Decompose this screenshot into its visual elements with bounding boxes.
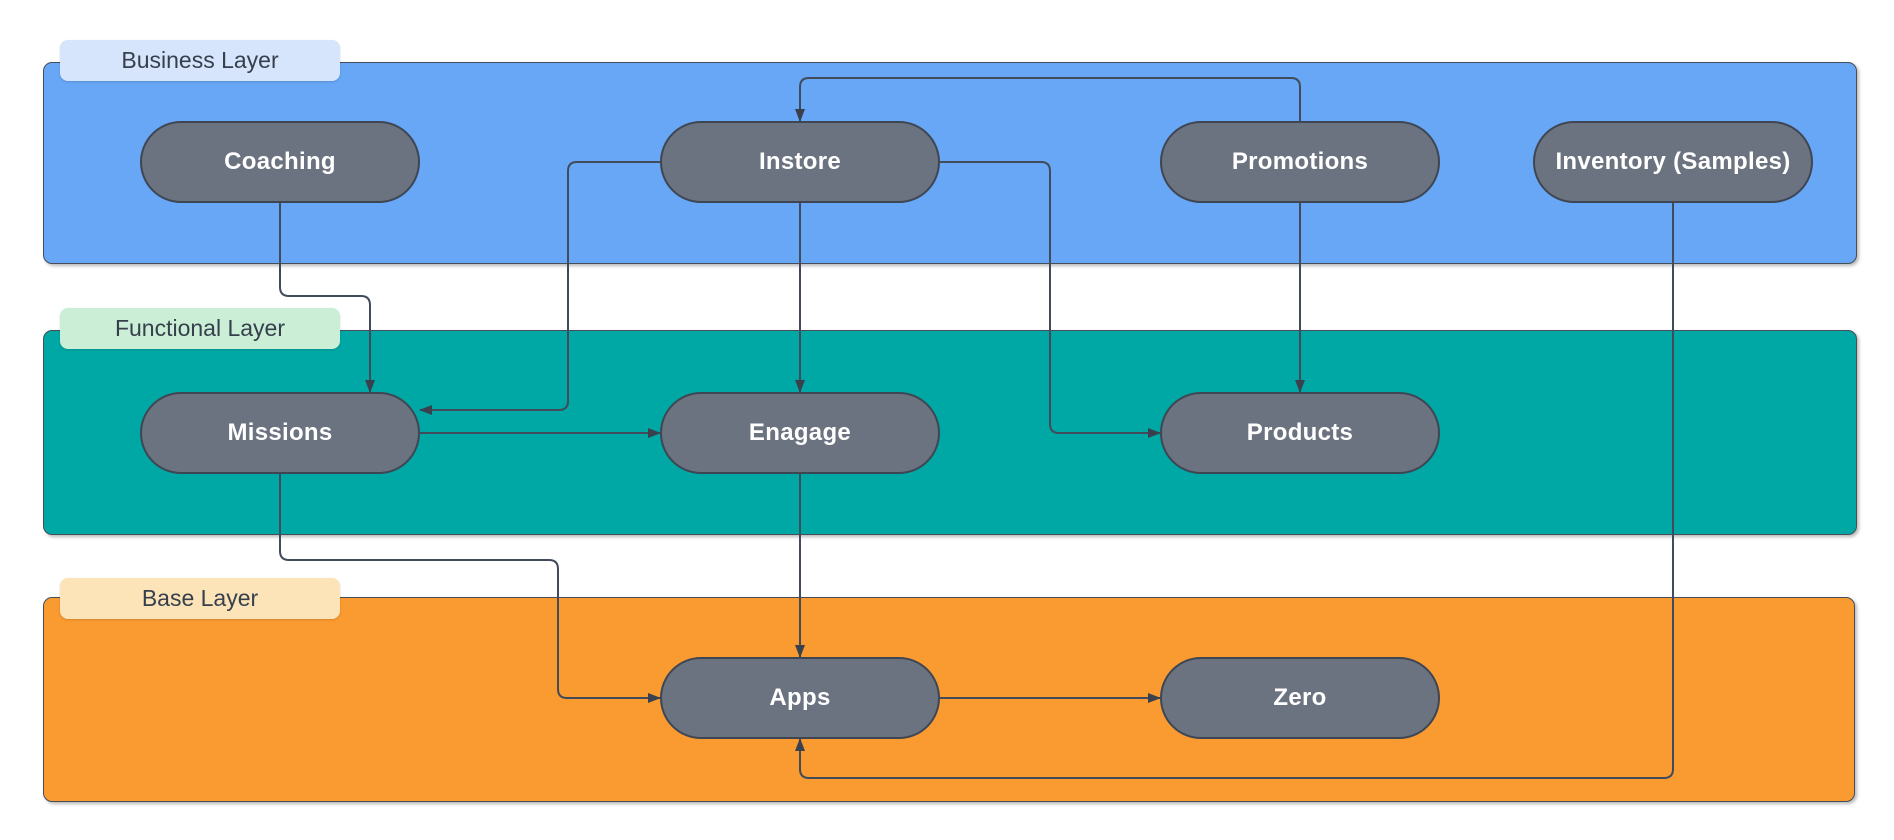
edge-missions-to-apps xyxy=(279,474,661,703)
layer-chip-base-label: Base Layer xyxy=(141,585,259,611)
layer-chip-business: Business Layer xyxy=(60,40,340,81)
node-zero[interactable]: Zero xyxy=(1160,657,1440,739)
node-apps[interactable]: Apps xyxy=(660,657,940,739)
node-coaching[interactable]: Coaching xyxy=(140,121,420,203)
edge-promotions-to-instore xyxy=(795,77,1301,122)
node-products[interactable]: Products xyxy=(1160,392,1440,474)
layer-band-base xyxy=(43,597,1855,802)
edge-coaching-to-missions xyxy=(279,203,375,393)
node-inventory[interactable]: Inventory (Samples) xyxy=(1533,121,1813,203)
layer-chip-functional-label: Functional Layer xyxy=(114,315,286,341)
node-promotions[interactable]: Promotions xyxy=(1160,121,1440,203)
node-instore[interactable]: Instore xyxy=(660,121,940,203)
node-missions[interactable]: Missions xyxy=(140,392,420,474)
node-enagage[interactable]: Enagage xyxy=(660,392,940,474)
layer-chip-business-label: Business Layer xyxy=(121,47,279,73)
edge-instore-to-missions xyxy=(419,161,660,415)
layer-chip-base: Base Layer xyxy=(60,578,340,619)
edge-inventory-to-apps xyxy=(795,203,1674,779)
edge-instore-to-products xyxy=(940,161,1161,438)
layer-chip-functional: Functional Layer xyxy=(60,308,340,349)
